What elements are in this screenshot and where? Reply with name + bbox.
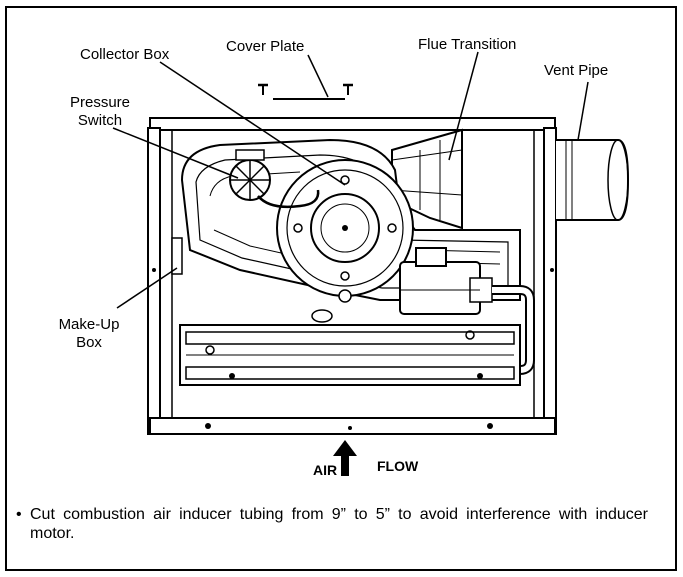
side-screw-2 <box>550 268 554 272</box>
pressure-switch-part <box>229 149 271 201</box>
note-text: Cut combustion air inducer tubing from 9… <box>30 506 648 542</box>
label-cover-plate: Cover Plate <box>226 38 305 55</box>
vent-pipe-part <box>556 139 630 221</box>
cover-plate-part <box>258 83 353 100</box>
cabinet-top-panel <box>149 117 556 131</box>
make-up-box-part <box>171 237 183 275</box>
side-screw-1 <box>152 268 156 272</box>
leader-collector-box <box>159 61 346 186</box>
label-pressure-switch-line2: Switch <box>77 112 123 129</box>
cabinet-bottom-panel <box>149 417 556 435</box>
bottom-screw-1 <box>205 423 211 429</box>
label-vent-pipe: Vent Pipe <box>544 62 609 79</box>
label-collector-box: Collector Box <box>80 46 170 63</box>
airflow-air-label: AIR <box>313 462 338 478</box>
airflow-indicator: AIR FLOW <box>305 440 445 484</box>
airflow-arrow <box>333 440 357 476</box>
burner-assembly-part <box>179 324 521 386</box>
bottom-screw-2 <box>487 423 493 429</box>
airflow-flow-label: FLOW <box>377 458 419 474</box>
note-bullet-item: • Cut combustion air inducer tubing from… <box>16 505 648 543</box>
label-make-up-box: Make-Up Box <box>44 316 134 352</box>
bottom-screw-3 <box>348 426 352 430</box>
label-pressure-switch: Pressure Switch <box>60 94 140 130</box>
leader-flue-transition <box>448 51 479 161</box>
cabinet-right-wall <box>543 127 557 435</box>
figure-frame <box>5 6 677 571</box>
leader-pressure-switch <box>112 127 239 179</box>
leader-cover-plate <box>307 54 329 98</box>
bullet-icon: • <box>16 506 22 523</box>
label-pressure-switch-line1: Pressure <box>69 94 131 111</box>
label-make-up-box-line2: Box <box>76 334 102 351</box>
label-flue-transition: Flue Transition <box>418 36 517 53</box>
leader-vent-pipe <box>577 81 589 141</box>
gas-valve-part <box>399 247 493 315</box>
label-make-up-box-line1: Make-Up <box>58 316 120 333</box>
inducer-motor-part <box>276 159 414 303</box>
leader-make-up-box <box>116 267 178 309</box>
flame-sensor-part <box>311 309 333 323</box>
inducer-tubing <box>257 189 320 209</box>
